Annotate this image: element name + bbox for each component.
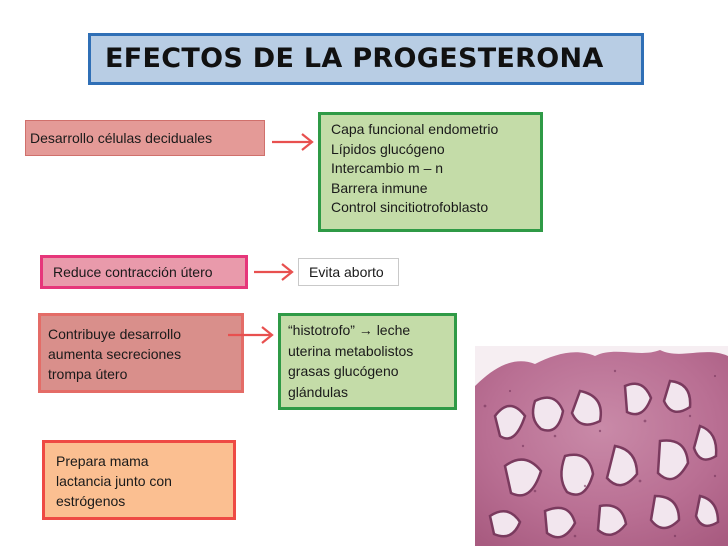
result-line: uterina metabolistos [288,342,414,359]
cause-box-mama: Prepara mama lactancia junto con estróge… [42,440,236,520]
result-box-deciduales: Capa funcional endometrio Lípidos glucóg… [318,112,543,232]
histology-endometrium-image [475,346,728,546]
cause-line: estrógenos [56,493,126,509]
result-line: “histotrofo” → leche [288,322,411,338]
arrow-right-icon [254,263,294,281]
cause-line: trompa útero [48,366,128,382]
arrow-right-icon [272,133,314,151]
result-line: Barrera inmune [331,179,428,196]
cause-line: aumenta secreciones [48,346,182,362]
result-line: Control sincitiotrofoblasto [331,199,489,215]
result-line: glándulas [288,383,348,400]
page-title: EFECTOS DE LA PROGESTERONA [88,33,644,85]
result-line: grasas glucógeno [288,363,399,379]
result-box-histotrofo: “histotrofo” → leche uterina metabolisto… [278,313,457,410]
cause-line: Contribuye desarrollo [48,326,182,342]
cause-line: Prepara mama [56,453,149,469]
result-box-aborto: Evita aborto [298,258,399,286]
result-line: Lípidos glucógeno [331,140,445,157]
cause-line: lactancia junto con [56,473,172,489]
result-line: Intercambio m – n [331,160,444,176]
arrow-right-icon [228,326,274,344]
result-line: Capa funcional endometrio [331,121,499,137]
cause-box-deciduales: Desarrollo células deciduales [25,120,265,156]
cause-box-contraccion: Reduce contracción útero [40,255,248,289]
cause-box-secreciones: Contribuye desarrollo aumenta secrecione… [38,313,244,393]
